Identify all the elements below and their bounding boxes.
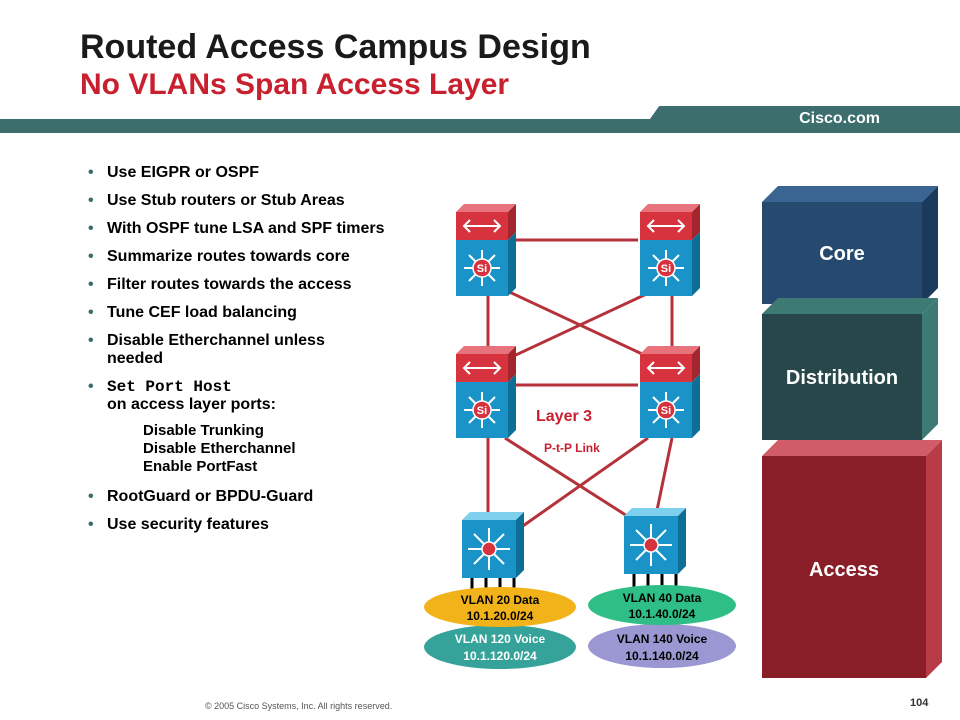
bullet-dot-icon: • (88, 304, 94, 321)
layer-block-core: Core (762, 186, 938, 304)
bullet-list: •Use EIGPR or OSPF •Use Stub routers or … (88, 164, 418, 544)
bullet-item: •Use EIGPR or OSPF (88, 164, 260, 181)
bullet-item: •Summarize routes towards core (88, 248, 350, 265)
layer-block-access: Access (762, 440, 942, 678)
links (486, 238, 674, 530)
vlan-left-voice: VLAN 120 Voice 10.1.120.0/24 (424, 625, 576, 669)
distribution-switch-right: Si (639, 345, 701, 439)
layer-label-distribution: Distribution (786, 367, 898, 389)
layer-label-access: Access (809, 559, 879, 581)
si-badge: Si (661, 263, 671, 275)
brand-label: Cisco.com (799, 110, 880, 127)
bullet-dot-icon: • (88, 516, 94, 533)
layer-label-core: Core (819, 243, 865, 265)
bullet-dot-icon: • (88, 332, 94, 349)
bullet-dot-icon: • (88, 276, 94, 293)
vlan-right-data: VLAN 40 Data 10.1.40.0/24 (588, 585, 736, 625)
bullet-item: •Filter routes towards the access (88, 276, 352, 293)
vlan-name: VLAN 40 Data (623, 591, 702, 605)
si-badge: Si (661, 405, 671, 417)
vlan-subnet: 10.1.140.0/24 (625, 649, 699, 663)
bullet-dot-icon: • (88, 378, 94, 395)
bullet-item: •RootGuard or BPDU-Guard (88, 488, 314, 505)
port-host-sub-list: Disable Trunking Disable Etherchannel En… (107, 422, 418, 476)
vlan-left-data: VLAN 20 Data 10.1.20.0/24 (424, 587, 576, 627)
bullet-item: •Use Stub routers or Stub Areas (88, 192, 345, 209)
dist-access-cross-link-1 (504, 436, 647, 530)
sub-item: Disable Trunking (143, 422, 264, 439)
bullet-item: •With OSPF tune LSA and SPF timers (88, 220, 385, 237)
layer3-label: Layer 3 (536, 408, 592, 425)
bullet-item: •Tune CEF load balancing (88, 304, 297, 321)
bullet-dot-icon: • (88, 192, 94, 209)
vlan-subnet: 10.1.40.0/24 (629, 607, 696, 621)
core-dist-cross-link-2 (504, 288, 656, 362)
core-switch-right: Si (639, 203, 701, 297)
dist-access-cross-link-2 (519, 436, 649, 530)
page-subtitle: No VLANs Span Access Layer (80, 68, 510, 101)
access-switch-right (623, 507, 687, 575)
port-host-command: Set Port Host (107, 378, 232, 396)
sub-item: Disable Etherchannel (143, 440, 296, 457)
vlan-name: VLAN 20 Data (461, 593, 540, 607)
vlan-subnet: 10.1.20.0/24 (467, 609, 534, 623)
bullet-item: •Use security features (88, 516, 269, 533)
bullet-item: •Disable Etherchannel unless needed (88, 332, 325, 367)
vlan-subnet: 10.1.120.0/24 (463, 649, 537, 663)
core-switch-left: Si (455, 203, 517, 297)
vlan-name: VLAN 120 Voice (455, 632, 546, 646)
si-badge: Si (477, 405, 487, 417)
copyright: © 2005 Cisco Systems, Inc. All rights re… (205, 701, 393, 711)
sub-item: Enable PortFast (143, 458, 258, 475)
ptp-link-label: P-t-P Link (544, 441, 600, 455)
page-title: Routed Access Campus Design (80, 28, 591, 66)
distribution-switch-left: Si (455, 345, 517, 439)
bullet-item-port-host: • Set Port Host on access layer ports: D… (88, 378, 418, 476)
page-number: 104 (910, 697, 929, 709)
port-host-text: on access layer ports: (107, 396, 276, 413)
bullet-dot-icon: • (88, 220, 94, 237)
bullet-dot-icon: • (88, 248, 94, 265)
bullet-dot-icon: • (88, 164, 94, 181)
layer-block-distribution: Distribution (762, 298, 938, 440)
vlan-right-voice: VLAN 140 Voice 10.1.140.0/24 (588, 624, 736, 668)
access-switch-left (461, 511, 525, 579)
bullet-dot-icon: • (88, 488, 94, 505)
vlan-name: VLAN 140 Voice (617, 632, 708, 646)
dist-access-link-right (654, 437, 674, 516)
si-badge: Si (477, 263, 487, 275)
header-bar-tab (640, 106, 960, 133)
